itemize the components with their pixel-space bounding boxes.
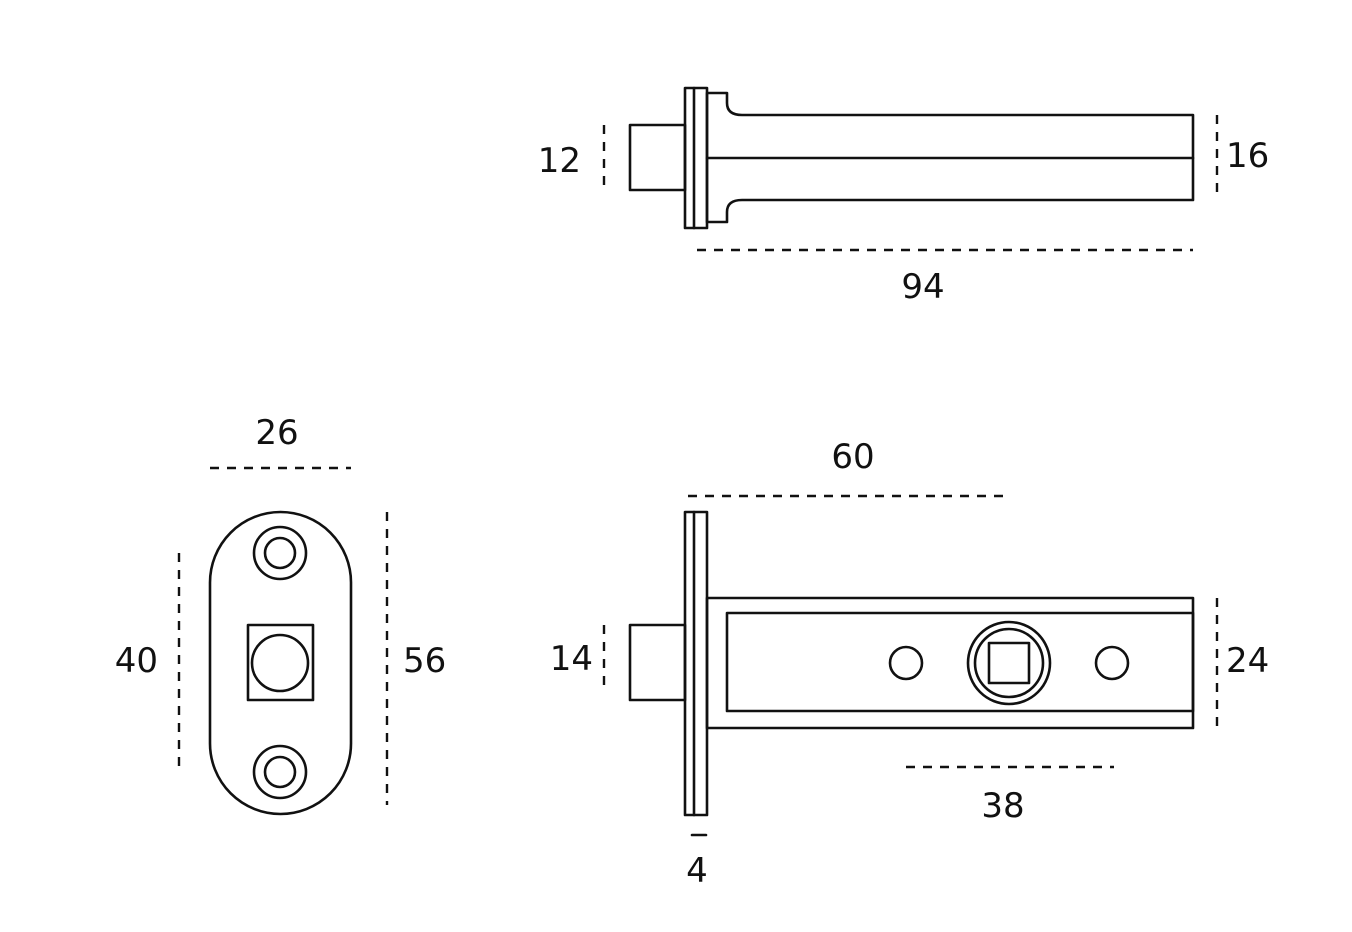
faceplate-screw-hole-top-outer bbox=[252, 525, 308, 581]
side-spindle-hub-outer bbox=[966, 620, 1052, 706]
side-spindle-hub-inner bbox=[973, 627, 1045, 699]
dim-label-94: 94 bbox=[901, 267, 944, 307]
dim-label-60: 60 bbox=[831, 437, 874, 477]
faceplate-view: 26 40 56 bbox=[115, 413, 446, 816]
side-bolt bbox=[628, 623, 687, 702]
dim-label-12: 12 bbox=[538, 141, 581, 181]
dim-label-56: 56 bbox=[403, 641, 446, 681]
dim-label-16: 16 bbox=[1226, 136, 1269, 176]
side-fixing-hole-right bbox=[1094, 645, 1130, 681]
dim-label-26: 26 bbox=[255, 413, 298, 453]
top-body-outline bbox=[705, 91, 1195, 224]
dim-label-40: 40 bbox=[115, 641, 158, 681]
faceplate-bolt-square bbox=[246, 623, 315, 702]
side-case-inner bbox=[725, 611, 1195, 713]
faceplate-screw-hole-bottom-inner bbox=[263, 755, 297, 789]
top-view: 12 16 94 bbox=[538, 86, 1269, 307]
faceplate-screw-hole-top-inner bbox=[263, 536, 297, 570]
side-case-outer bbox=[705, 596, 1195, 730]
top-faceplate bbox=[683, 86, 709, 230]
dim-label-14: 14 bbox=[550, 639, 593, 679]
dim-label-24: 24 bbox=[1226, 641, 1269, 681]
top-bolt-head bbox=[628, 123, 687, 192]
faceplate-screw-hole-bottom-outer bbox=[252, 744, 308, 800]
side-view: 60 14 24 38 4 bbox=[550, 437, 1270, 891]
side-spindle-square bbox=[987, 641, 1031, 685]
faceplate-outline bbox=[208, 510, 353, 816]
dim-label-4: 4 bbox=[686, 851, 708, 891]
faceplate-bolt-circle bbox=[250, 633, 310, 693]
side-faceplate bbox=[683, 510, 709, 817]
side-fixing-hole-left bbox=[888, 645, 924, 681]
dim-label-38: 38 bbox=[981, 786, 1024, 826]
